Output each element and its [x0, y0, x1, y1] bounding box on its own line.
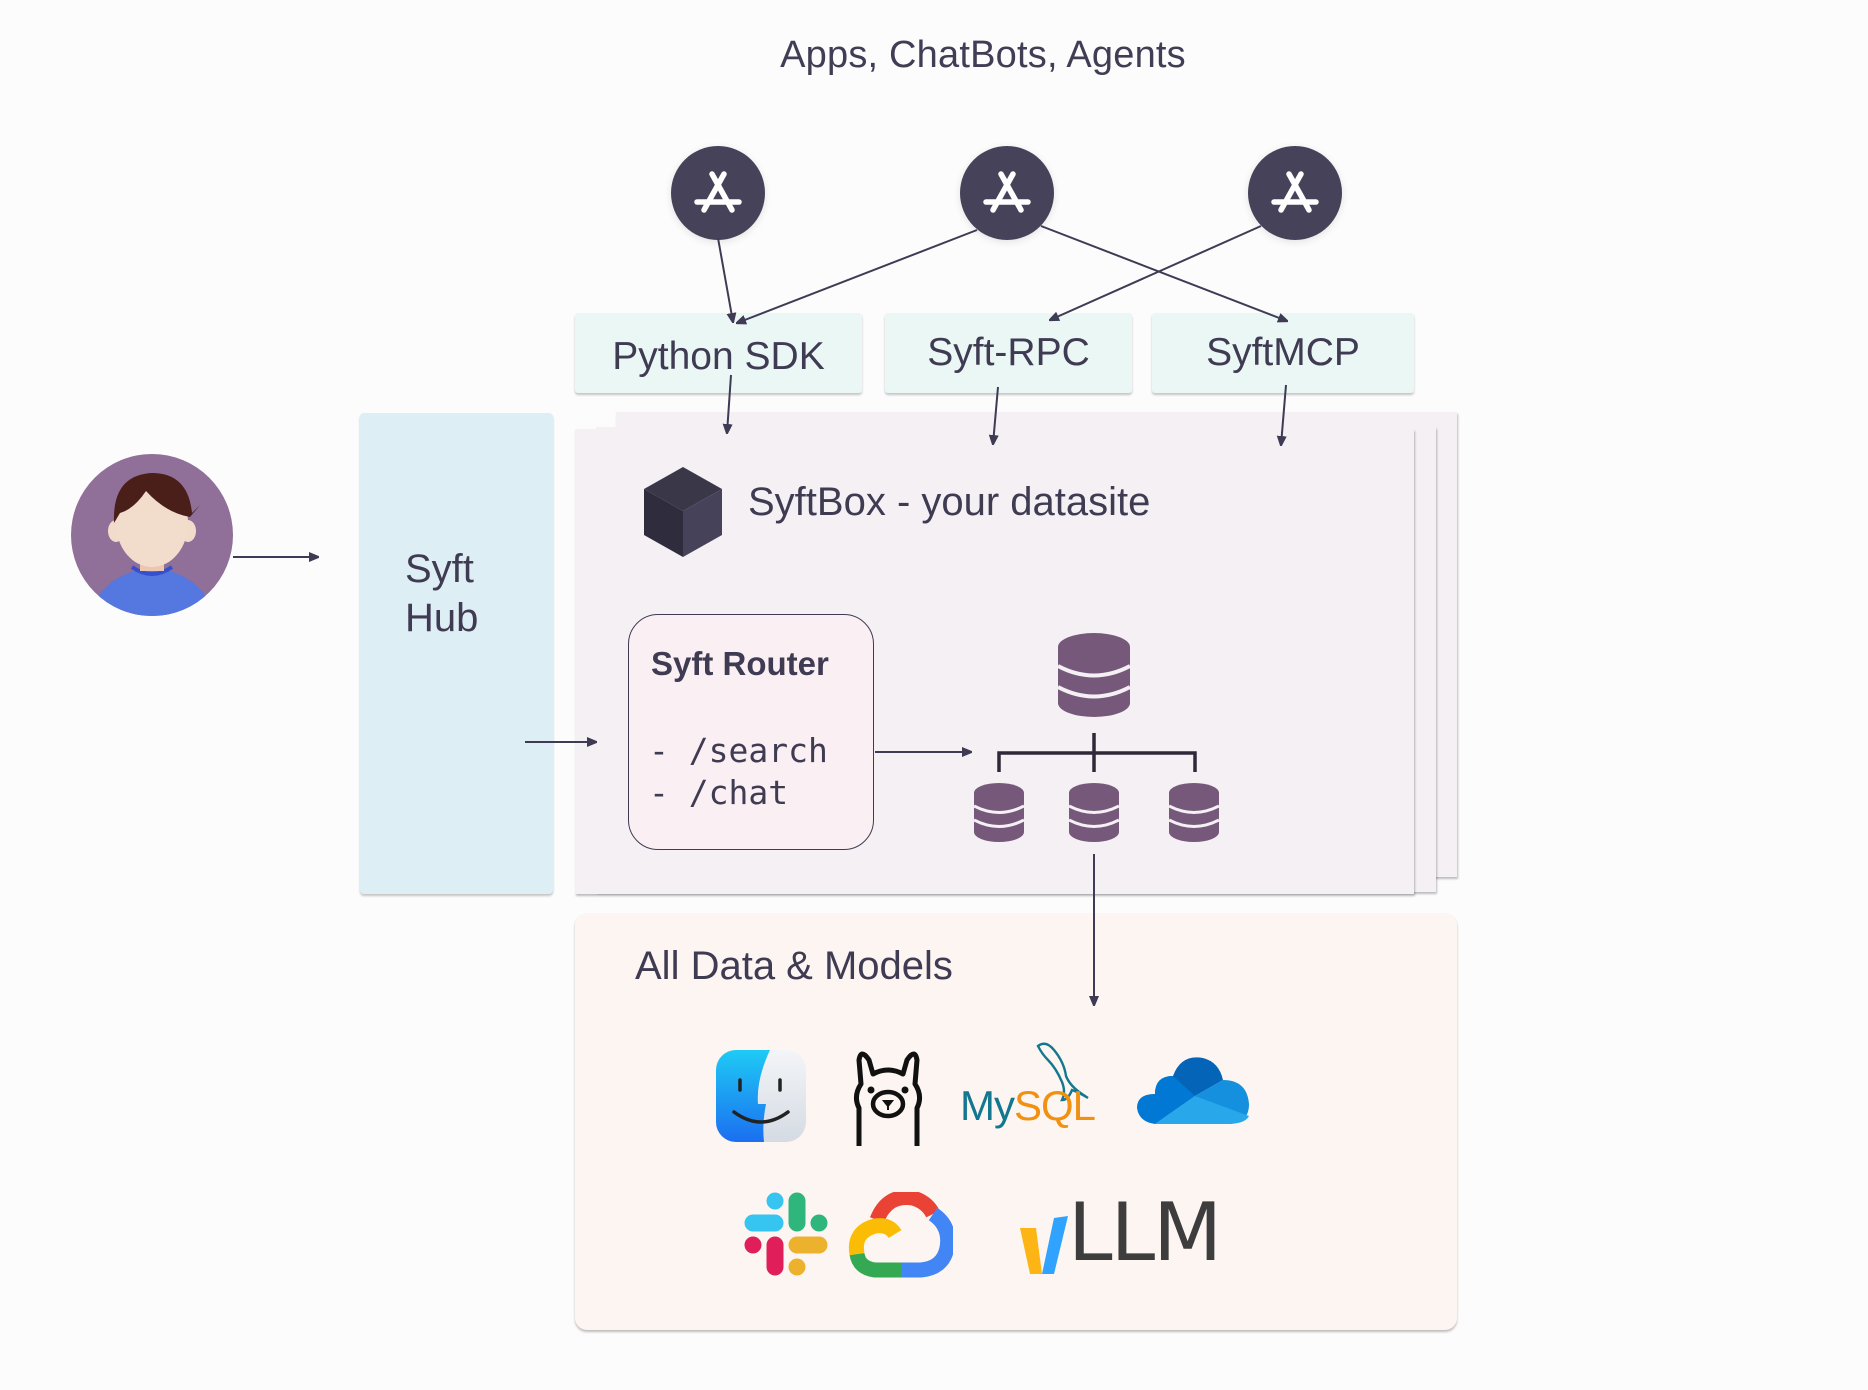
vllm-v-icon: [1020, 1216, 1068, 1274]
database-child-2: [1068, 783, 1120, 842]
vllm-wordmark: LLM: [1068, 1186, 1222, 1279]
database-icon: [1068, 783, 1120, 842]
app-node-1: [671, 146, 765, 240]
syft-hub-box: Syft Hub: [360, 413, 553, 894]
route-chat: - /chat: [649, 773, 789, 812]
data-models-title: All Data & Models: [635, 944, 953, 988]
datasite-title: SyftBox - your datasite: [748, 480, 1151, 524]
syft-hub-label-line2: Hub: [405, 596, 479, 640]
slack-logo-icon: [744, 1192, 828, 1276]
mysql-my-text: My: [960, 1082, 1015, 1129]
google-cloud-logo: [847, 1189, 956, 1278]
finder-logo: [716, 1050, 806, 1142]
arrow-app2-to-syft-mcp: [1040, 225, 1287, 321]
arrow-python-sdk-to-datasite: [727, 374, 731, 433]
app-node-3: [1248, 146, 1342, 240]
arrow-syft-mcp-to-datasite: [1281, 384, 1287, 445]
syft-router-box: Syft Router - /search - /chat: [628, 614, 874, 850]
syft-rpc-label: Syft-RPC: [927, 331, 1090, 374]
database-icon: [1168, 783, 1220, 842]
syft-rpc-box: Syft-RPC: [885, 313, 1132, 393]
mysql-sql-text: SQL: [1014, 1082, 1096, 1129]
arrow-app1-to-python-sdk: [717, 237, 733, 322]
database-main: [1057, 633, 1131, 717]
ollama-logo-icon: [853, 1051, 923, 1146]
syft-mcp-box: SyftMCP: [1152, 313, 1414, 393]
ollama-logo: [849, 1046, 927, 1148]
google-cloud-logo-icon: [848, 1189, 956, 1278]
python-sdk-box: Python SDK: [575, 313, 862, 393]
user-avatar-icon: [71, 454, 233, 616]
app-store-icon: [694, 171, 742, 213]
cube-icon: [644, 467, 722, 557]
syft-hub-label: Syft Hub: [405, 545, 478, 643]
app-node-2: [960, 146, 1054, 240]
slack-logo: [741, 1189, 831, 1279]
syft-router-title: Syft Router: [651, 645, 829, 682]
route-search: - /search: [649, 731, 828, 770]
database-child-1: [973, 783, 1025, 842]
mysql-wordmark: MySQL: [960, 1082, 1096, 1130]
database-child-3: [1168, 783, 1220, 842]
arrow-syft-rpc-to-datasite: [993, 386, 999, 444]
arrow-app3-to-syft-rpc: [1050, 225, 1262, 320]
database-icon: [973, 783, 1025, 842]
syft-hub-label-line1: Syft: [405, 547, 474, 591]
diagram-title: Apps, ChatBots, Agents: [780, 34, 1186, 76]
onedrive-logo: [1135, 1054, 1251, 1128]
mysql-logo: MySQL: [960, 1042, 1096, 1134]
user-avatar: [70, 453, 234, 617]
arrow-app2-to-python-sdk: [737, 229, 978, 323]
database-tree-connector: [997, 733, 1197, 772]
python-sdk-label: Python SDK: [612, 335, 825, 378]
vllm-logo: LLM: [1020, 1186, 1230, 1279]
onedrive-logo-icon: [1137, 1057, 1249, 1124]
syft-mcp-label: SyftMCP: [1206, 331, 1360, 374]
app-store-icon: [983, 171, 1031, 213]
app-store-icon: [1271, 171, 1319, 213]
mysql-dolphin-icon: [1036, 1042, 1089, 1102]
datasite-cube: [644, 467, 722, 557]
finder-logo-icon: [716, 1050, 806, 1142]
database-icon: [1057, 633, 1131, 717]
